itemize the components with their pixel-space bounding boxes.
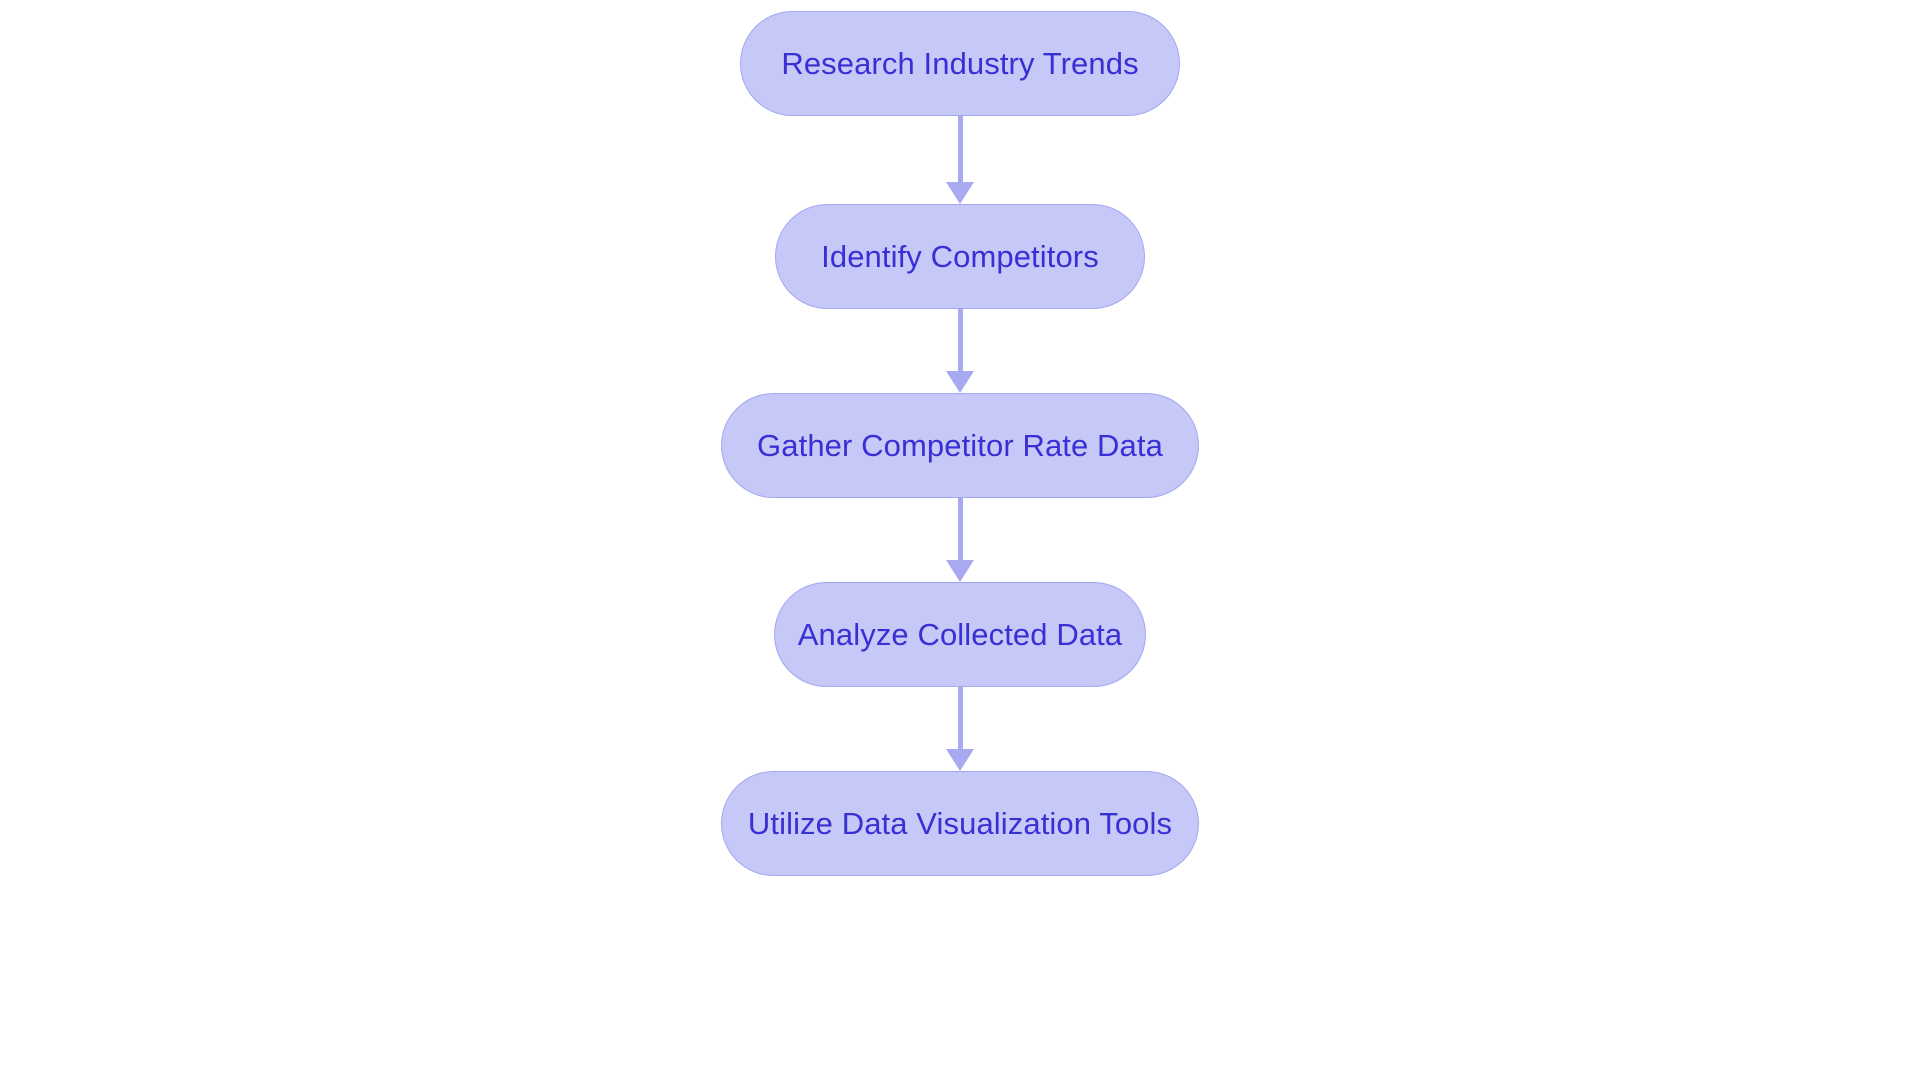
flowchart-node-label: Identify Competitors bbox=[821, 239, 1099, 274]
flowchart-node-research-industry-trends[interactable]: Research Industry Trends bbox=[740, 11, 1180, 116]
arrow-down-icon bbox=[946, 182, 974, 204]
edge-shaft bbox=[957, 498, 963, 561]
flowchart-node-label: Research Industry Trends bbox=[781, 46, 1139, 81]
flowchart-edge-n4-n5 bbox=[945, 687, 975, 771]
arrow-down-icon bbox=[946, 749, 974, 771]
flowchart-node-label: Utilize Data Visualization Tools bbox=[747, 806, 1173, 841]
flowchart-edge-n1-n2 bbox=[945, 116, 975, 204]
flowchart-node-analyze-collected-data[interactable]: Analyze Collected Data bbox=[774, 582, 1146, 687]
flowchart-node-label: Analyze Collected Data bbox=[797, 617, 1123, 652]
edge-shaft bbox=[957, 309, 963, 372]
edge-shaft bbox=[957, 687, 963, 750]
flowchart-node-gather-competitor-rate-data[interactable]: Gather Competitor Rate Data bbox=[721, 393, 1199, 498]
arrow-down-icon bbox=[946, 371, 974, 393]
flowchart-node-label: Gather Competitor Rate Data bbox=[757, 428, 1163, 463]
flowchart-node-identify-competitors[interactable]: Identify Competitors bbox=[775, 204, 1145, 309]
flowchart-edge-n3-n4 bbox=[945, 498, 975, 582]
arrow-down-icon bbox=[946, 560, 974, 582]
flowchart-node-utilize-data-visualization-tools[interactable]: Utilize Data Visualization Tools bbox=[721, 771, 1199, 876]
edge-shaft bbox=[957, 116, 963, 183]
flowchart-edge-n2-n3 bbox=[945, 309, 975, 393]
